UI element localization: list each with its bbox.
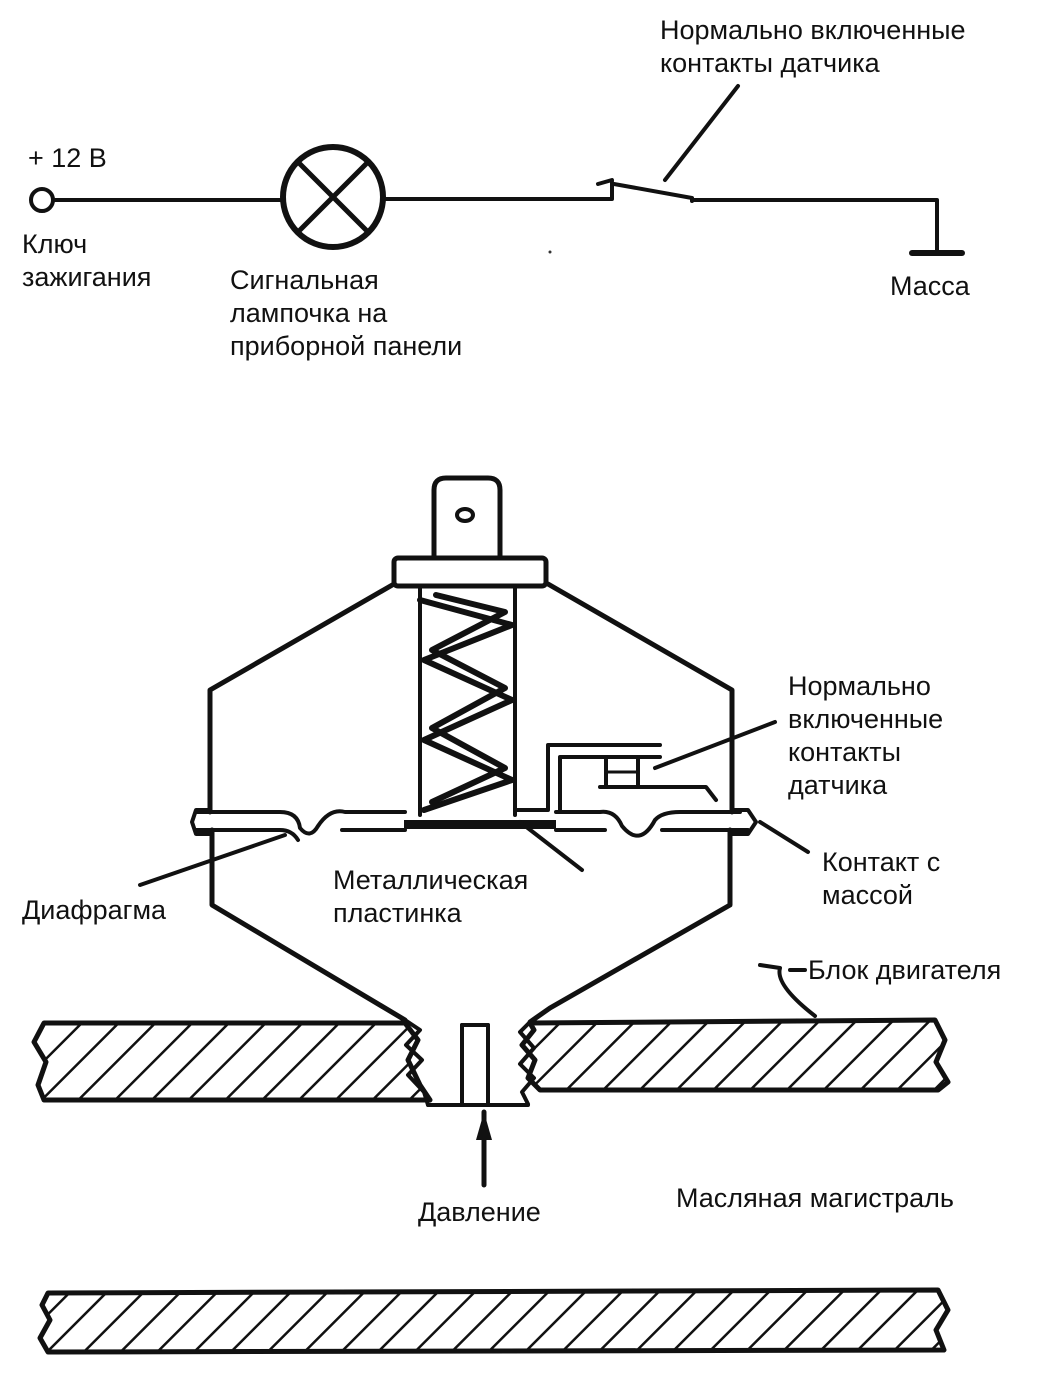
engine-block-wall xyxy=(31,963,951,1103)
sensor-contacts-label: Нормально включенные контакты датчика xyxy=(788,671,944,800)
metal-plate-label: Металлическая пластинка xyxy=(333,865,529,928)
rim-right xyxy=(728,808,758,836)
plate-label-leader xyxy=(518,820,584,872)
ignition-key-label: Ключ зажигания xyxy=(22,229,152,292)
switch-label-leader xyxy=(663,84,740,182)
contacts-label-leader xyxy=(653,720,777,770)
diaphragm-label-leader xyxy=(138,833,287,887)
pressure-sensor xyxy=(138,475,810,1107)
wire-lamp-to-switch xyxy=(381,180,614,201)
engine-block-label: Блок двигателя xyxy=(808,955,1002,985)
pressure-label: Давление xyxy=(418,1197,541,1227)
pressure-arrow-icon xyxy=(476,1109,492,1188)
insulator-cap xyxy=(391,555,549,589)
metal-plate xyxy=(404,820,556,829)
diaphragm-label: Диафрагма xyxy=(22,895,167,925)
oil-gallery-wall xyxy=(37,1287,951,1355)
diaphragm xyxy=(194,809,742,838)
ignition-terminal xyxy=(29,187,55,213)
oil-gallery-label: Масляная магистраль xyxy=(676,1183,954,1213)
rim-left xyxy=(190,808,214,836)
sensor-upper-housing xyxy=(207,581,397,815)
warning-lamp-label: Сигнальная лампочка на приборной панели xyxy=(230,265,463,361)
ground-contact-leader xyxy=(758,820,810,854)
warning-lamp-icon xyxy=(280,144,386,250)
switch-contacts-label: Нормально включенные контакты датчика xyxy=(660,15,966,78)
terminal-hole xyxy=(455,507,475,523)
spring xyxy=(417,586,517,817)
wire-switch-to-ground xyxy=(690,198,939,254)
speck xyxy=(548,250,552,254)
circuit-schematic xyxy=(29,84,965,256)
engine-block-leader xyxy=(758,963,817,1018)
ground-label: Масса xyxy=(890,271,970,301)
terminal-tab xyxy=(431,475,503,561)
sensor-lower-housing xyxy=(209,827,408,1023)
ground-contact-label: Контакт с массой xyxy=(822,847,941,910)
supply-voltage-label: + 12 В xyxy=(28,143,107,173)
